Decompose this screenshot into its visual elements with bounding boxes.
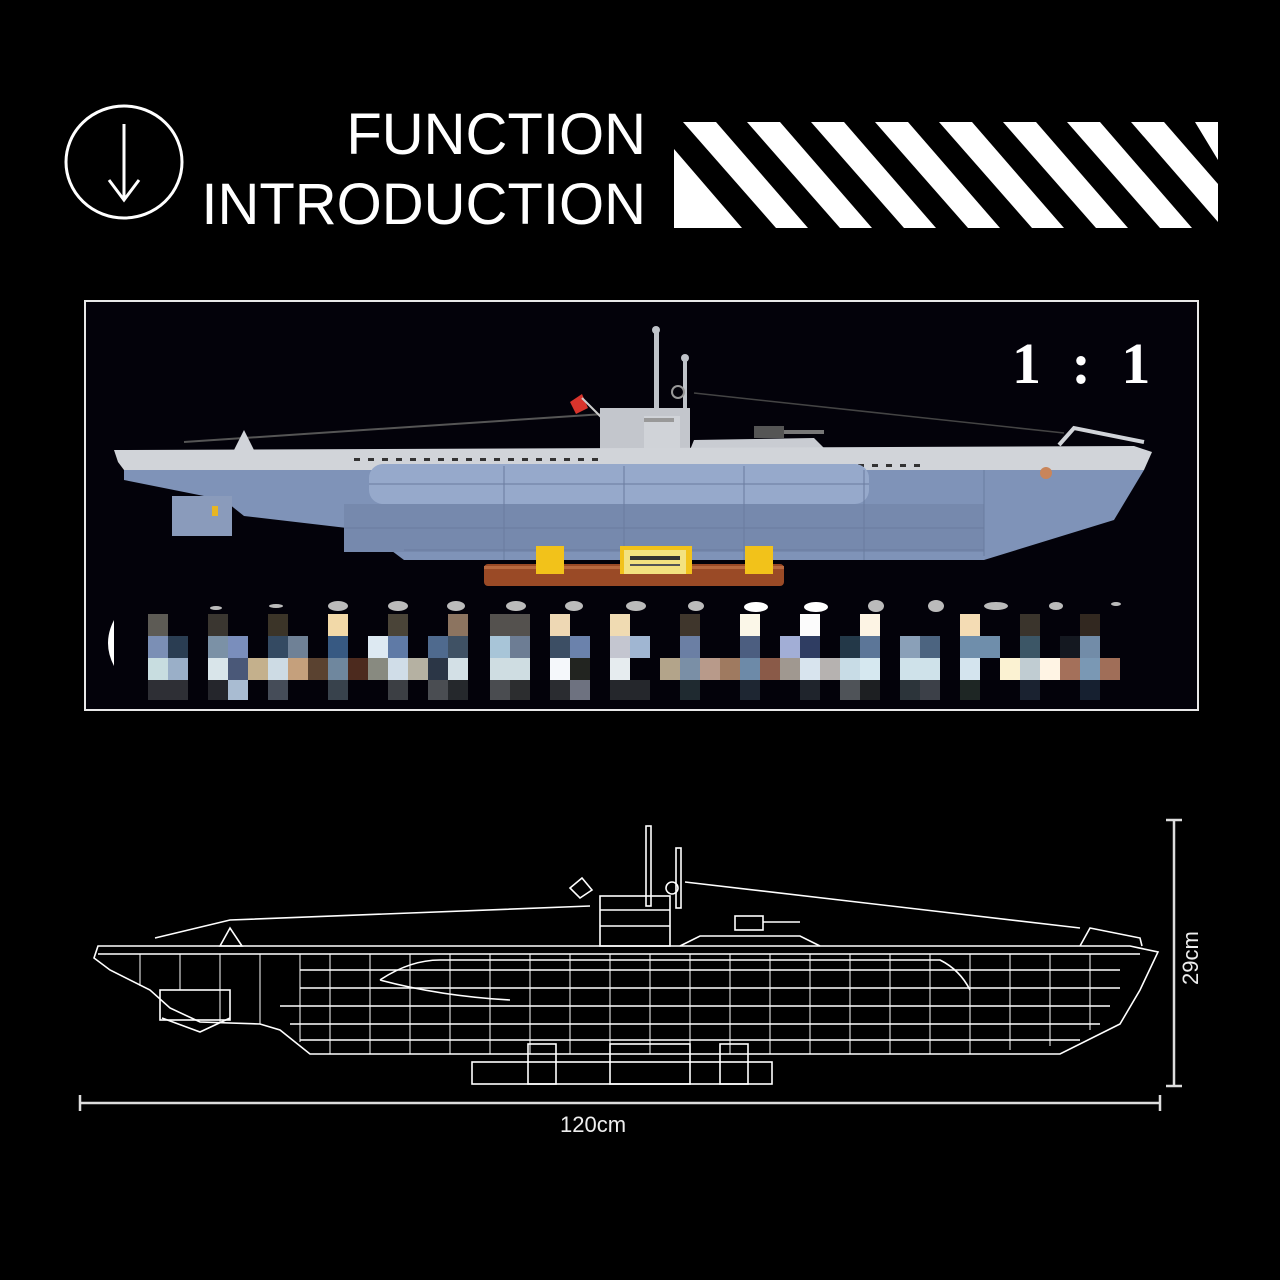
submarine-blueprint-drawing — [93, 825, 1160, 1085]
arrow-down-circle-icon — [64, 104, 184, 220]
hazard-stripes-decoration — [674, 122, 1218, 228]
submarine-model-photo — [114, 326, 1152, 586]
page-title: FUNCTION INTRODUCTION — [200, 100, 646, 240]
flag-icon — [570, 394, 588, 414]
title-line-1: FUNCTION — [346, 102, 646, 167]
submarine-plaque-icon — [624, 550, 686, 574]
scale-ratio-label: 1 : 1 — [1012, 331, 1159, 396]
height-label: 29cm — [1178, 931, 1203, 985]
title-line-2: INTRODUCTION — [201, 172, 646, 237]
minifigure-lineup — [108, 600, 1121, 700]
partial-figure-edge — [108, 620, 114, 666]
length-label: 120cm — [560, 1112, 627, 1137]
height-dimension-line — [1166, 818, 1182, 1088]
length-dimension-line — [78, 1095, 1162, 1111]
